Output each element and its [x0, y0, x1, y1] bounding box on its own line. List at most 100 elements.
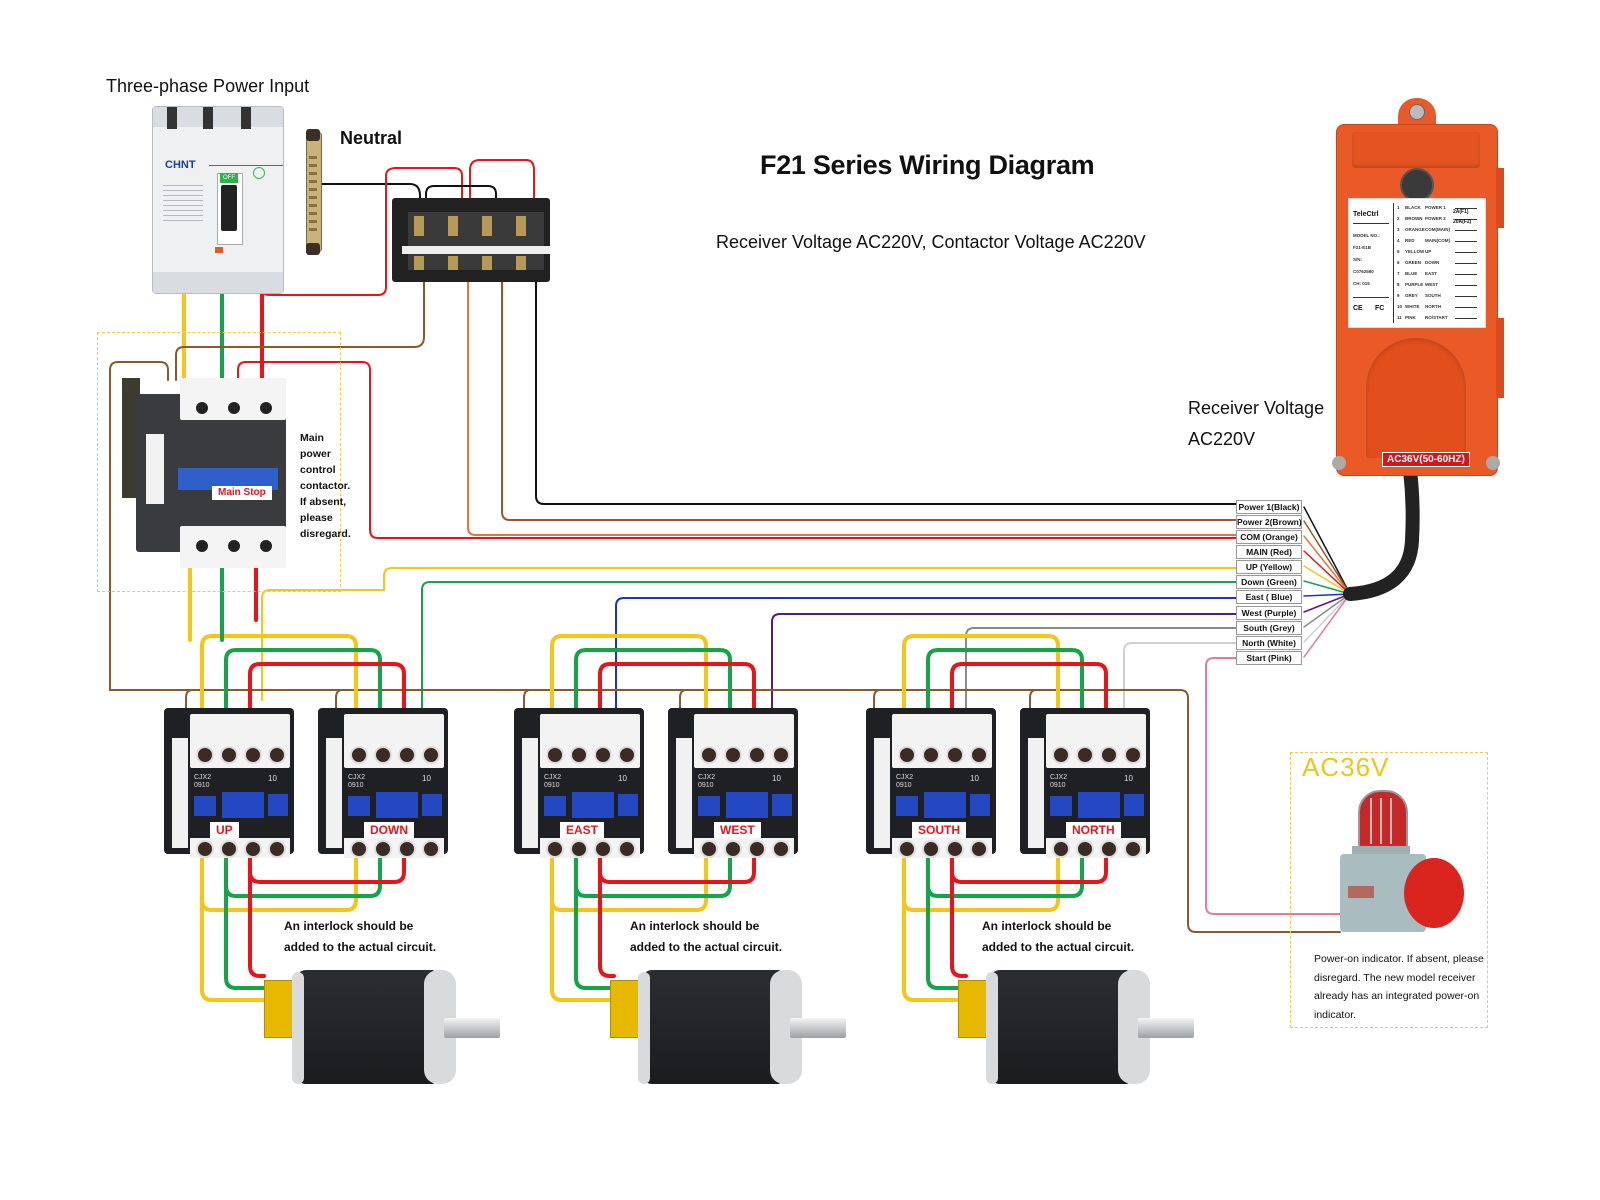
wire-label: West (Purple) — [1236, 606, 1302, 620]
receiver-brand: TeleCtrl — [1353, 211, 1379, 218]
bus-loop — [248, 662, 406, 747]
terminal-color: WHITE — [1405, 304, 1420, 309]
wire-label: Start (Pink) — [1236, 651, 1302, 665]
wire-label: Power 2(Brown) — [1236, 515, 1302, 529]
contactor-label: UP — [210, 822, 239, 838]
main-contactor: Main Stop — [122, 378, 286, 568]
breaker-switch-state: OFF — [220, 173, 238, 183]
main-contactor-note: Main power control contactor. If absent,… — [300, 432, 351, 540]
wire-com — [467, 279, 1239, 536]
motor-feed — [902, 853, 968, 1002]
terminal-func: POWER 1 — [1425, 205, 1446, 210]
motor-feed — [950, 853, 968, 978]
contactor-label: SOUTH — [912, 822, 966, 838]
main-stop-label: Main Stop — [212, 486, 272, 500]
bus-loop — [574, 648, 732, 747]
page-subtitle: Receiver Voltage AC220V, Contactor Volta… — [716, 232, 1146, 252]
terminal-block — [392, 198, 550, 282]
power-input-label: Three-phase Power Input — [106, 76, 310, 96]
wire-up-yellow — [261, 567, 1239, 701]
terminal-func: UP — [1425, 249, 1432, 254]
terminal-no: 11 — [1397, 315, 1402, 320]
contactor-label: DOWN — [364, 822, 414, 838]
wire-label: South (Grey) — [1236, 621, 1302, 635]
wire-label: UP (Yellow) — [1236, 560, 1302, 574]
motor-feed — [598, 853, 616, 978]
main-contactor-box — [97, 332, 341, 592]
channel-value: CH: 015 — [1353, 281, 1370, 286]
wire-label: MAIN (Red) — [1236, 545, 1302, 559]
wire-west-purple — [771, 613, 1239, 713]
indicator-voltage: AC36V — [1302, 752, 1390, 782]
terminal-color: PINK — [1405, 315, 1416, 320]
motor-shaft — [444, 1018, 500, 1038]
motor-feed — [926, 853, 968, 990]
contactor-rating: 10 — [422, 774, 431, 783]
bus-loop — [926, 648, 1084, 747]
interlock-line1: An interlock should be — [982, 919, 1112, 933]
wire-north-white — [1123, 642, 1239, 713]
motor-body — [990, 970, 1130, 1084]
wire-east-blue — [615, 597, 1239, 713]
terminal-color: RED — [1405, 238, 1415, 243]
interlock-line1: An interlock should be — [630, 919, 760, 933]
receiver-unit: TeleCtrl MODEL NO.: F21-E1B S/N: C076256… — [1332, 98, 1504, 476]
terminal-color: GREY — [1405, 293, 1418, 298]
terminal-no: 3 — [1397, 227, 1400, 232]
terminal-func: POWER 2 — [1425, 216, 1446, 221]
terminal-func: MAIN(COM) — [1425, 238, 1450, 243]
interlock-note-2: An interlock should be added to the actu… — [630, 916, 782, 958]
motor-feed — [248, 853, 266, 978]
motor — [610, 970, 860, 1090]
receiver-cable — [1343, 463, 1420, 601]
sn-label: S/N: — [1353, 257, 1362, 262]
contactor-rating: 10 — [1124, 774, 1133, 783]
wire-neutral-black — [317, 183, 421, 213]
motor-feed — [224, 853, 266, 990]
contactor-rating: 10 — [618, 774, 627, 783]
bus-loop — [550, 634, 708, 747]
bus-loop — [950, 662, 1108, 747]
contactor-model: CJX2 0910 — [1050, 774, 1068, 789]
receiver-voltage-line2: AC220V — [1188, 429, 1256, 449]
contactor-model: CJX2 0910 — [348, 774, 366, 789]
interlock-note-1: An interlock should be added to the actu… — [284, 916, 436, 958]
breaker-brand: CHNT — [165, 159, 196, 171]
breaker-switch[interactable]: OFF — [220, 173, 238, 231]
motor-feed — [574, 853, 616, 990]
terminal-func: DOWN — [1425, 260, 1440, 265]
wire-down-green — [421, 581, 1239, 713]
terminal-no: 10 — [1397, 304, 1403, 309]
receiver-voltage-label: Receiver Voltage AC220V — [1188, 393, 1324, 455]
wire-power2 — [501, 279, 1239, 521]
terminal-color: PURPLE — [1405, 282, 1424, 287]
motor — [264, 970, 514, 1090]
terminal-color: GREEN — [1405, 260, 1422, 265]
motor — [958, 970, 1208, 1090]
terminal-no: 5 — [1397, 249, 1400, 254]
wire-label: North (White) — [1236, 636, 1302, 650]
terminal-no: 6 — [1397, 260, 1400, 265]
neutral-label: Neutral — [340, 128, 403, 148]
terminal-func: COM(MAIN) — [1425, 227, 1450, 232]
contactor-rating: 10 — [772, 774, 781, 783]
terminal-no: 7 — [1397, 271, 1400, 276]
interlock-line1: An interlock should be — [284, 919, 414, 933]
motor-body — [642, 970, 782, 1084]
contactor-label: EAST — [560, 822, 605, 838]
terminal-no: 8 — [1397, 282, 1400, 287]
bus-loop — [598, 662, 756, 747]
wire-label: Power 1(Black) — [1236, 500, 1302, 514]
terminal-func: SOUTH — [1425, 293, 1441, 298]
terminal-func: NORTH — [1425, 304, 1441, 309]
